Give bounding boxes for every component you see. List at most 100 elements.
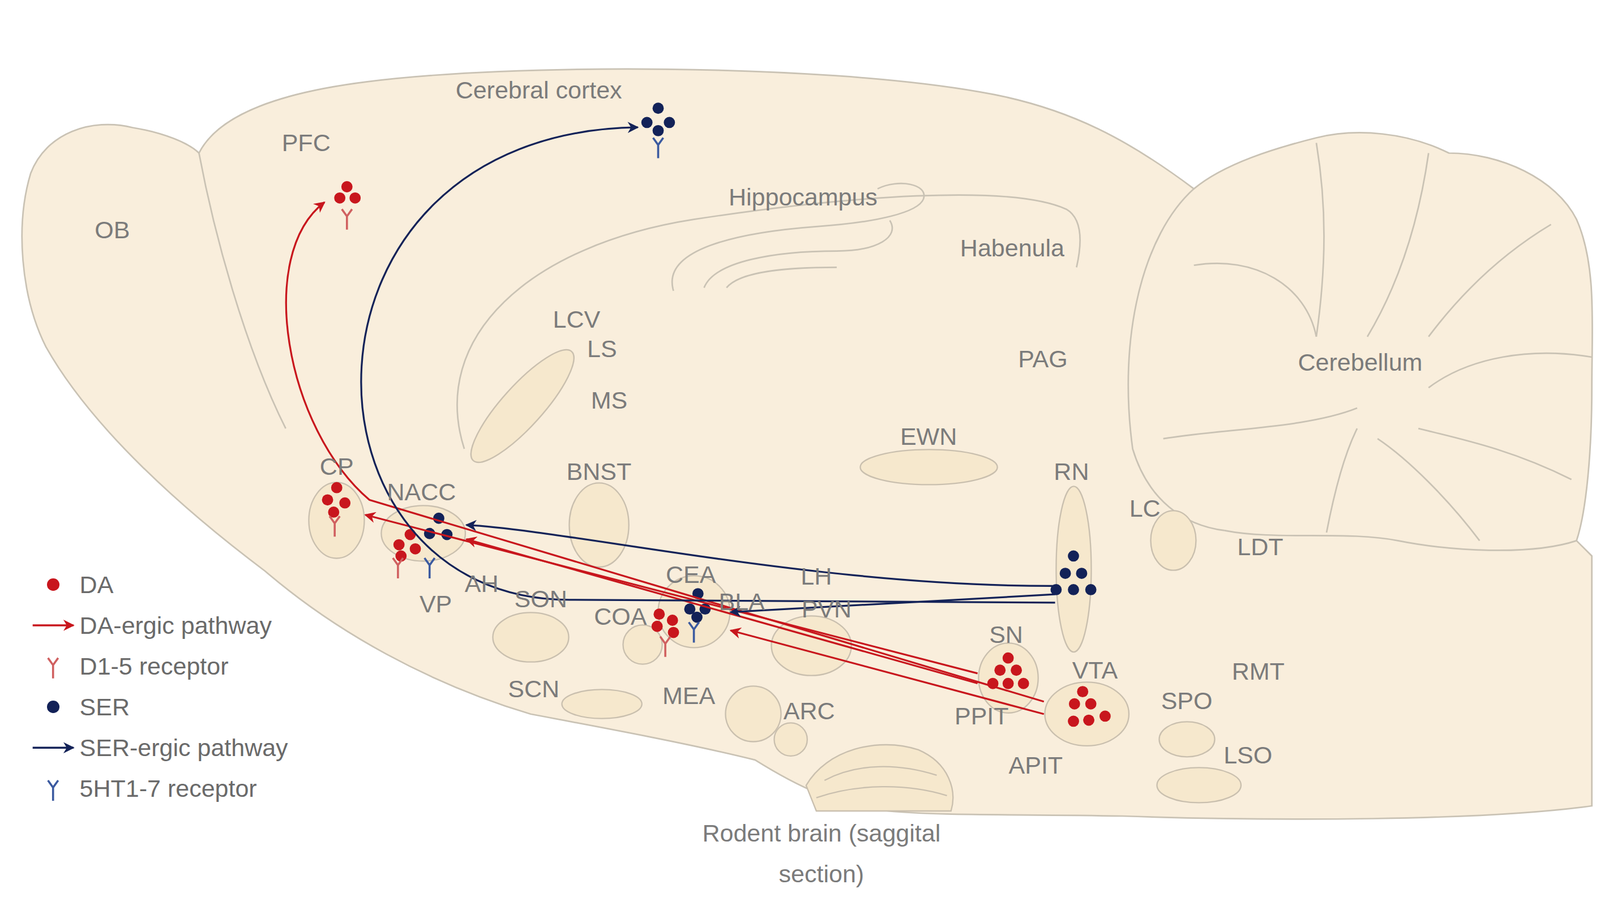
area-label: Habenula: [960, 235, 1065, 260]
ser-dot: [641, 117, 653, 129]
brain-outline: [22, 69, 1593, 820]
da-dot: [349, 192, 361, 204]
dopaminergic-pathway: [365, 515, 978, 674]
da-dot: [1083, 715, 1095, 727]
brain-region: PVN: [770, 615, 853, 677]
brain-region: MEA: [724, 685, 782, 743]
cerebellum-folia: [1428, 353, 1592, 388]
region-label: SN: [989, 622, 1024, 648]
da-dot: [1002, 678, 1015, 690]
region-ellipse: [381, 506, 466, 562]
5ht-receptor: [424, 558, 435, 579]
region-shape: [568, 482, 630, 568]
cerebellum-folia: [1428, 224, 1551, 337]
legend-d-receptor: [48, 658, 59, 679]
dopaminergic-pathway: [285, 202, 1044, 702]
brain-region: CEABLA: [657, 575, 731, 649]
da-dot: [987, 678, 999, 690]
brain-region: SON: [492, 612, 570, 663]
serotonergic-pathway: [361, 127, 1056, 603]
brain-region: RN: [1055, 485, 1093, 654]
region-label: MEA: [662, 683, 716, 709]
legend-text: 5HT1-7 receptor: [79, 776, 258, 802]
region-label: EWN: [900, 424, 957, 449]
pituitary-line: [816, 786, 948, 798]
region-shape: [977, 642, 1039, 714]
cerebellum-folia: [1163, 408, 1358, 439]
d-receptor: [660, 636, 671, 658]
legend-swatch: [46, 578, 60, 592]
da-dot: [393, 539, 405, 551]
septum-shape: [458, 338, 587, 475]
region-label: BLA: [719, 589, 765, 615]
cerebellum-folia: [1194, 263, 1317, 337]
ser-dot: [1085, 584, 1097, 596]
region-ellipse: [1158, 722, 1215, 758]
brain-region: LC: [1149, 510, 1197, 572]
area-label: AH: [464, 571, 499, 596]
ser-dot: [1059, 567, 1072, 580]
brain-region: SPO: [1158, 721, 1216, 759]
region-ellipse: [978, 643, 1038, 714]
ser-dot: [699, 603, 711, 615]
d-receptors: [329, 209, 671, 658]
legend-text: DA: [79, 572, 114, 597]
pituitary-shape: [806, 745, 953, 812]
da-dot: [1099, 710, 1111, 722]
ser-dot: [441, 529, 453, 541]
region-label: LSO: [1223, 742, 1273, 768]
serotonergic-pathway: [730, 594, 1055, 613]
da-dot: [404, 529, 417, 541]
ser-dot: [1067, 584, 1080, 596]
ser-dot: [692, 588, 704, 600]
figure-caption: Rodent brain (saggital section): [699, 813, 945, 895]
region-label: RN: [1053, 459, 1089, 484]
area-label: OB: [94, 217, 130, 242]
region-shape: [773, 722, 808, 757]
da-dot: [1002, 652, 1015, 665]
region-ellipse: [1055, 486, 1092, 653]
da-dot: [341, 181, 353, 193]
region-ellipse: [1156, 768, 1242, 804]
region-label: Cerebral cortex: [455, 77, 623, 102]
legend-text: D1-5 receptor: [79, 653, 229, 679]
ser-dots: [424, 102, 1097, 623]
da-dot: [651, 621, 663, 633]
region-shape: [859, 448, 999, 486]
hippocampus-inner: [704, 220, 893, 288]
region-shape: [724, 685, 782, 743]
legend-text: DA-ergic pathway: [79, 613, 272, 638]
brain-region: LSO: [1156, 767, 1242, 804]
da-dot: [668, 627, 680, 639]
legend-ser-arrow: [32, 746, 74, 750]
cerebellum-folia: [1418, 428, 1572, 480]
da-dot: [409, 543, 422, 555]
region-ellipse: [623, 625, 663, 665]
cerebellum-folia: [1316, 142, 1325, 337]
region-ellipse: [860, 449, 998, 485]
d-receptor: [329, 516, 340, 537]
legend-da-arrow: [32, 624, 74, 627]
region-label: CEA: [665, 562, 716, 587]
ser-dot: [1076, 567, 1088, 580]
5ht-receptor: [689, 622, 700, 644]
legend-5ht-receptor: [48, 780, 59, 802]
cerebellum-folia: [1367, 153, 1429, 337]
da-dot: [1068, 698, 1081, 710]
da-dot: [322, 494, 334, 506]
da-dot: [653, 608, 665, 620]
brain-region: VTA: [1044, 681, 1130, 747]
region-label: BNST: [566, 459, 632, 484]
area-label: APIT: [1008, 753, 1064, 778]
region-label: SCN: [507, 676, 560, 701]
da-dot: [1076, 686, 1089, 698]
region-label: COA: [593, 604, 647, 629]
da-dot: [1085, 698, 1097, 710]
region-label: PFC: [281, 130, 331, 156]
area-label: MS: [591, 387, 628, 413]
area-label: Cerebellum: [1298, 349, 1423, 375]
region-label: PVN: [801, 596, 852, 622]
hippocampus-outline: [672, 183, 924, 292]
pituitary-outline: [806, 745, 953, 812]
